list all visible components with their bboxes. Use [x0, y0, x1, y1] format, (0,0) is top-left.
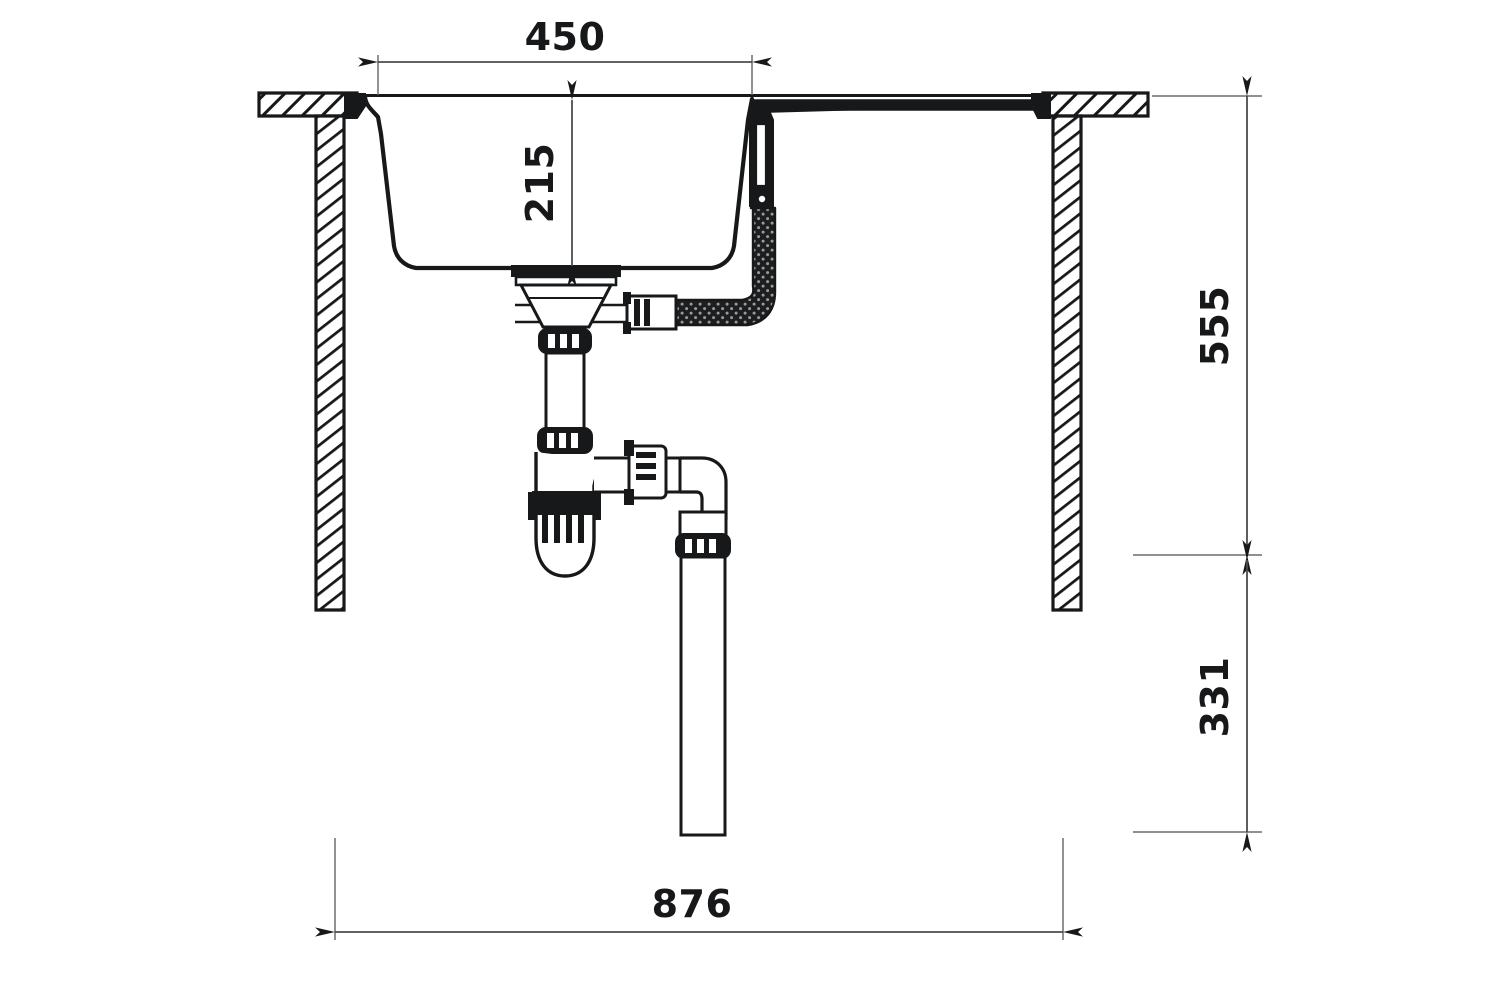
cabinet-panel-right — [1051, 114, 1083, 612]
dimension-215-label: 215 — [518, 143, 562, 224]
dimension-555: 555 — [1133, 76, 1262, 575]
stack-union-nut — [675, 533, 731, 559]
strainer-waste — [511, 265, 621, 354]
outlet-union-nut — [624, 440, 668, 505]
strainer-lock-nut — [538, 328, 592, 354]
sink-bowl — [357, 94, 1043, 271]
dimension-876: 876 — [315, 838, 1083, 940]
dimension-555-label: 555 — [1193, 286, 1237, 367]
trap-outlet-pipe — [594, 440, 682, 505]
countertop-left — [257, 91, 359, 118]
hose-connector-nut — [623, 292, 678, 334]
elbow-bend — [680, 456, 728, 520]
overflow-assembly — [749, 107, 774, 210]
dimension-331-label: 331 — [1193, 657, 1237, 738]
dimension-450-label: 450 — [525, 15, 606, 59]
cabinet-structure — [257, 91, 1150, 612]
dimension-876-label: 876 — [652, 882, 733, 926]
dimension-450: 450 — [358, 15, 772, 95]
cabinet-panel-left — [314, 114, 346, 612]
riser-pipe — [537, 351, 593, 454]
dimension-215: 215 — [518, 80, 577, 286]
riser-union-nut — [537, 427, 593, 454]
countertop-right — [1041, 91, 1150, 118]
drainboard — [751, 99, 1041, 114]
bottle-trap — [528, 452, 617, 578]
dimension-331: 331 — [1133, 540, 1262, 852]
waste-stack-pipe — [675, 510, 731, 837]
